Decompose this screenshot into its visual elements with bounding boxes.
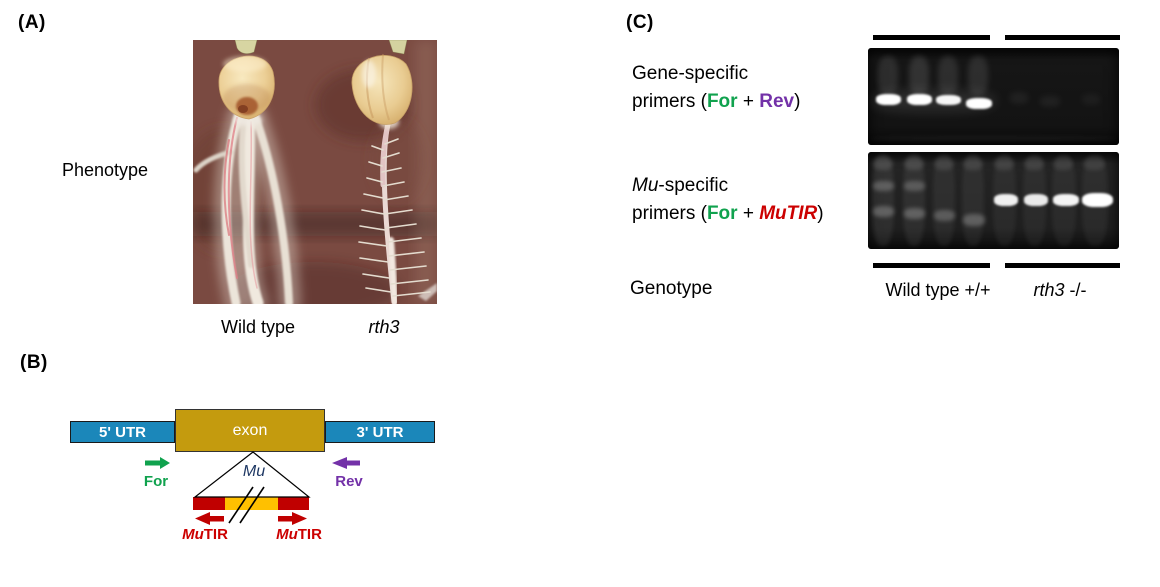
rev-arrow-icon: [332, 457, 360, 469]
mutir-left-label: MuTIR: [172, 526, 238, 543]
genotype-wild-type-caption: Wild type +/+: [885, 280, 991, 300]
row2-mu: Mu: [632, 175, 659, 196]
mutir-left-arrow-icon: [195, 512, 224, 525]
mu-specific-line1: Mu-specific: [632, 172, 824, 200]
gel-band: [873, 157, 893, 170]
caption-wild-type: Wild type: [220, 317, 296, 337]
mu-tir-bar: [193, 497, 309, 510]
utr3-bar: 3' UTR: [325, 421, 435, 443]
gel-band: [870, 136, 1117, 141]
rth3-name: rth3: [1033, 280, 1065, 300]
gene-specific-gel: [868, 48, 1119, 145]
gel-band: [994, 194, 1018, 206]
row2-plus: +: [737, 203, 760, 224]
gel-band: [904, 157, 924, 170]
rth3-group-bar-top: [1005, 35, 1120, 40]
tir-right-segment: [278, 497, 309, 510]
mutir-right-arrow-icon: [278, 512, 307, 525]
phenotype-photo: [181, 39, 437, 318]
phenotype-photo-illustration: [181, 39, 437, 318]
row1-suffix: ): [794, 91, 801, 112]
gel-band: [907, 94, 932, 105]
genotype-rth3-caption: rth3 -/-: [1000, 280, 1120, 301]
gene-specific-primer-label: Gene-specific primers (For + Rev): [632, 60, 800, 116]
gel-band: [963, 157, 983, 170]
gel-band: [994, 157, 1014, 170]
for-arrow-icon: [145, 457, 170, 469]
gel-band: [873, 181, 894, 191]
row1-rev: Rev: [759, 91, 795, 112]
mu-triangle-label: Mu: [242, 463, 266, 480]
row2-rest: -specific: [658, 175, 729, 196]
row2-prefix: primers (: [632, 203, 707, 224]
gel-band: [1040, 96, 1060, 107]
gel-band: [966, 98, 992, 109]
gel-band: [938, 56, 958, 96]
wild-type-group-bar-top: [873, 35, 990, 40]
mutir-left-mu: Mu: [182, 526, 204, 543]
wild-type-group-bar-bottom: [873, 263, 990, 268]
tir-left-segment: [193, 497, 225, 510]
panel-b-label: (B): [20, 352, 48, 373]
panel-c-label: (C): [626, 12, 654, 33]
row2-mutir: MuTIR: [759, 203, 818, 224]
gel-band: [909, 56, 929, 96]
gene-specific-line1: Gene-specific: [632, 63, 749, 84]
gel-band: [873, 206, 894, 217]
mutir-left-tir: TIR: [203, 526, 228, 543]
gel-band: [963, 214, 985, 226]
gel-band: [1082, 193, 1113, 207]
phenotype-row-label: Phenotype: [62, 160, 149, 180]
for-primer-label: For: [143, 473, 169, 490]
mu-specific-primer-label: Mu-specific primers (For + MuTIR): [632, 172, 824, 228]
gel-band: [1083, 157, 1105, 170]
gel-band: [872, 154, 894, 246]
gel-band: [1024, 157, 1044, 170]
rev-primer-label: Rev: [335, 473, 363, 490]
gel-band: [872, 90, 996, 112]
rth3-allele-suffix: -/-: [1064, 280, 1087, 300]
gel-band: [934, 210, 955, 221]
exon-label: exon: [232, 421, 268, 439]
gel-band: [903, 154, 925, 246]
mutir-right-label: MuTIR: [266, 526, 332, 543]
mu-internal-segment: [225, 497, 278, 510]
gel-band: [1053, 194, 1079, 206]
panel-a-label: (A): [18, 12, 46, 33]
row2-suffix: ): [817, 203, 824, 224]
rth3-seedling: [351, 39, 431, 305]
mu-specific-line2: primers (For + MuTIR): [632, 200, 824, 228]
utr5-bar: 5' UTR: [70, 421, 175, 443]
gel-band: [1082, 94, 1100, 105]
mu-specific-gel: [868, 152, 1119, 249]
genotype-label: Genotype: [630, 278, 713, 299]
utr5-label: 5' UTR: [99, 423, 146, 441]
rth3-group-bar-bottom: [1005, 263, 1120, 268]
gel-band: [936, 95, 961, 105]
gel-band: [904, 181, 925, 191]
gene-specific-line2: primers (For + Rev): [632, 88, 800, 116]
row1-plus: +: [737, 91, 760, 112]
gel-band: [933, 154, 955, 246]
row2-for: For: [706, 203, 738, 224]
gel-band: [1024, 194, 1048, 206]
exon-box: exon: [175, 409, 325, 452]
caption-rth3: rth3: [368, 317, 400, 337]
gel-band: [1010, 92, 1028, 104]
gel-band: [968, 56, 988, 96]
wild-type-seedling: [193, 39, 301, 313]
gel-band: [934, 157, 954, 170]
utr3-label: 3' UTR: [356, 423, 404, 441]
gel-band: [878, 56, 898, 96]
gel-band: [904, 208, 925, 219]
gel-band: [876, 94, 901, 105]
row1-prefix: primers (: [632, 91, 707, 112]
mutir-right-mu: Mu: [276, 526, 298, 543]
row1-for: For: [706, 91, 738, 112]
gel-band: [962, 154, 984, 246]
mutir-right-tir: TIR: [297, 526, 322, 543]
gel-band: [1053, 157, 1073, 170]
